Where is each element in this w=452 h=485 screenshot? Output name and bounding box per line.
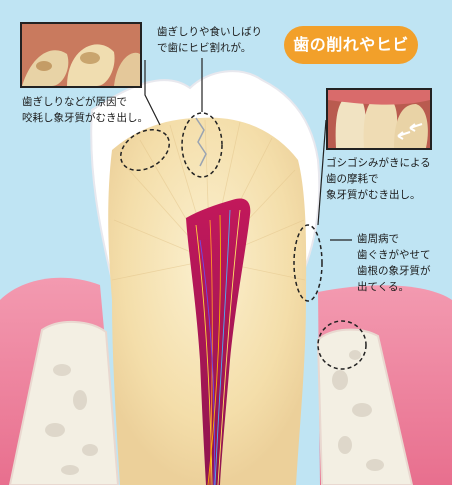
callout-circles — [120, 112, 367, 370]
leader-lines — [144, 58, 352, 241]
crack-line — [195, 117, 207, 167]
caption-abrasion-line-1: ゴシゴシみがきによる — [326, 157, 431, 169]
caption-crack-line-1: 歯ぎしりや食いしばり — [157, 26, 262, 38]
caption-abrasion: ゴシゴシみがきによる 歯の摩耗で 象牙質がむき出し。 — [326, 155, 431, 203]
title-badge: 歯の削れやヒビ — [284, 26, 418, 64]
recession-circle — [317, 320, 367, 370]
gum-recession-image — [328, 90, 430, 148]
caption-crack-line-2: で歯にヒビ割れが。 — [157, 42, 252, 54]
caption-attrition: 歯ぎしりなどが原因で 咬耗し象牙質がむき出し。 — [22, 94, 148, 126]
caption-recession: 歯周病で 歯ぐきがやせて 歯根の象牙質が 出てくる。 — [357, 231, 431, 295]
caption-crack: 歯ぎしりや食いしばり で歯にヒビ割れが。 — [157, 24, 262, 56]
caption-attrition-line-1: 歯ぎしりなどが原因で — [22, 96, 127, 108]
attrition-circle — [120, 128, 170, 172]
caption-abrasion-line-3: 象牙質がむき出し。 — [326, 189, 421, 201]
photo-gum-recession — [326, 88, 432, 150]
abrasion-circle — [293, 224, 323, 302]
caption-recession-line-3: 歯根の象牙質が — [357, 265, 431, 277]
caption-recession-line-1: 歯周病で — [357, 233, 399, 245]
photo-worn-teeth — [20, 22, 142, 88]
caption-attrition-line-2: 咬耗し象牙質がむき出し。 — [22, 112, 148, 124]
crack-circle — [181, 112, 223, 178]
bone-texture — [45, 350, 384, 475]
caption-recession-line-2: 歯ぐきがやせて — [357, 249, 431, 261]
worn-teeth-image — [22, 24, 140, 86]
caption-abrasion-line-2: 歯の摩耗で — [326, 173, 379, 185]
nerves — [195, 209, 241, 485]
caption-recession-line-4: 出てくる。 — [357, 281, 409, 293]
